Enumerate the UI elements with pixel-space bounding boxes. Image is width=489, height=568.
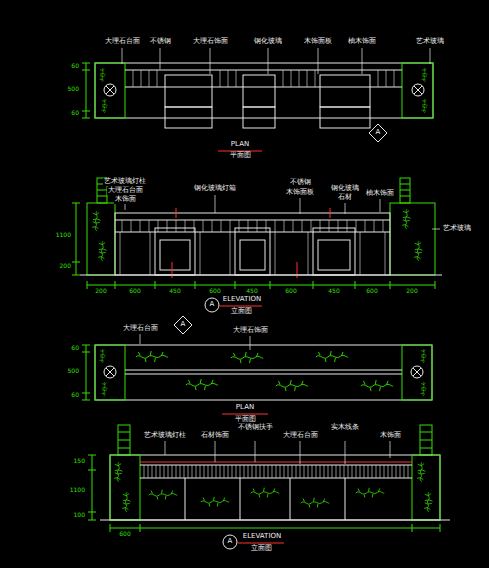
dimension-text: 1100 [55,232,72,239]
material-callout: 艺术玻璃灯柱 [143,432,187,440]
section-marker: A [209,301,216,309]
material-callout: 柚木饰面 [347,38,377,46]
material-callout: 大理石饰面 [232,327,269,335]
dimension-text: 100 [73,512,86,519]
section-marker: A [227,538,234,546]
dimension-text: 500 [67,86,80,93]
material-callout: 艺术玻璃灯柱 [103,178,147,186]
material-callout: 大理石台面 [282,432,319,440]
material-callout: 艺术玻璃 [442,225,472,233]
view-title: 平面图 [229,152,252,160]
material-callout: 钢化玻璃 [330,185,360,193]
material-callout: 木饰面板 [303,38,333,46]
dimension-text: 1100 [69,487,86,494]
material-callout: 大理石饰面 [192,38,229,46]
dimension-text: 600 [284,288,297,295]
view-title: ELEVATION [242,533,282,541]
material-callout: 木饰面板 [285,189,315,197]
dimension-text: 200 [94,288,107,295]
dimension-text: 200 [59,263,72,270]
linework [72,48,450,549]
dimension-text: 60 [70,110,80,117]
material-callout: 大理石台面 [122,325,159,333]
dimension-text: 150 [73,458,86,465]
dimension-text: 60 [70,63,80,70]
grid-strokes [122,70,394,232]
dimension-text: 500 [67,368,80,375]
view-title: PLAN [230,141,250,149]
dimension-text: 60 [70,392,80,399]
material-callout: 木饰面 [114,196,137,204]
dimension-text: 450 [245,288,258,295]
dimension-text: 600 [208,288,221,295]
view-title: 立面图 [230,308,253,316]
view-title: ELEVATION [222,296,262,304]
view-title: 平面图 [234,416,257,424]
material-callout: 不锈钢扶手 [237,424,274,432]
section-marker: A [375,129,382,137]
material-callout: 大理石台面 [104,38,141,46]
dimension-text: 450 [168,288,181,295]
material-callout: 钢化玻璃 [253,38,283,46]
material-callout: 柚木饰面 [365,190,395,198]
dimension-text: 60 [70,345,80,352]
material-callout: 钢化玻璃灯箱 [193,185,237,193]
material-callout: 石材 [337,194,353,202]
material-callout: 木饰面 [379,432,402,440]
material-callout: 艺术玻璃 [415,38,445,46]
dimension-text: 200 [405,288,418,295]
material-callout: 石材饰面 [200,432,230,440]
material-callout: 实木线条 [330,424,360,432]
dimension-text: 600 [118,531,131,538]
view-title: 立面图 [250,545,273,553]
material-callout: 不锈钢 [149,38,172,46]
dimension-text: 450 [327,288,340,295]
view-title: PLAN [235,404,255,412]
section-marker: A [180,321,187,329]
material-callout: 不锈钢 [289,179,312,187]
dimension-text: 600 [128,288,141,295]
dimension-text: 600 [365,288,378,295]
material-callout: 大理石台面 [107,187,144,195]
